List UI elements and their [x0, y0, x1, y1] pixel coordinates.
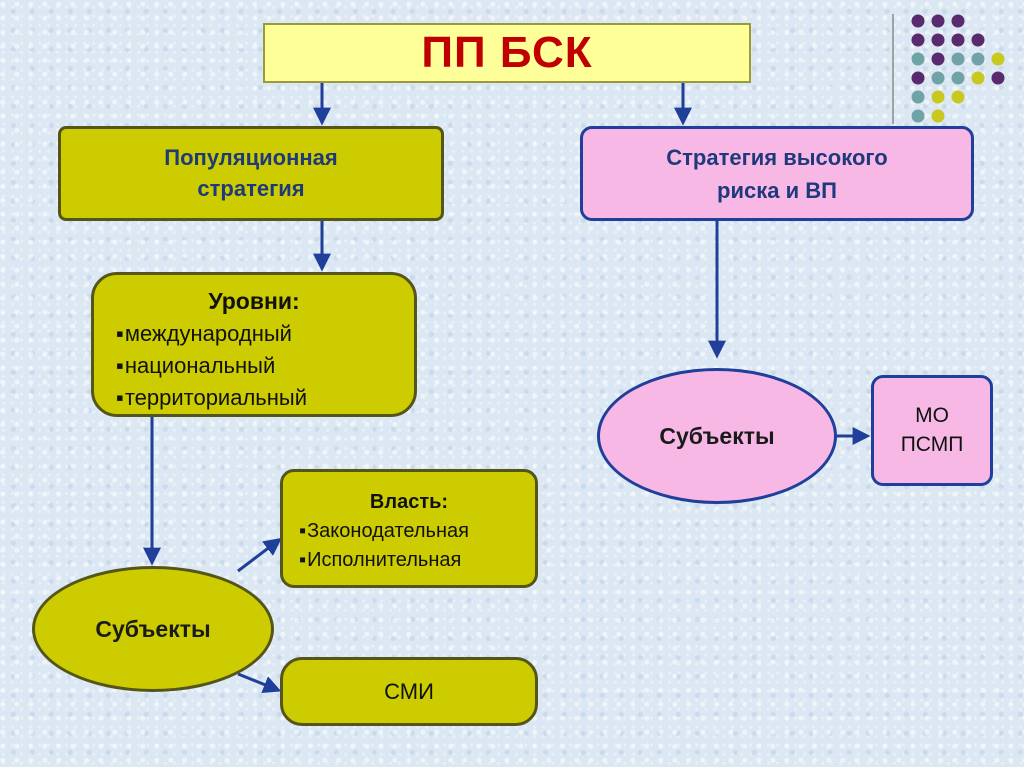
levels-item: международный — [116, 318, 292, 350]
population-strategy-line1: Популяционная — [164, 144, 338, 170]
decorative-dot — [991, 71, 1005, 85]
levels-item: территориальный — [116, 382, 307, 414]
high-risk-strategy-box: Стратегия высокого риска и ВП — [580, 126, 974, 221]
arrow-subjects-to-media — [237, 672, 282, 694]
diagram-title-text: ПП БСК — [421, 28, 593, 77]
decorative-dot — [911, 71, 925, 85]
power-box: Власть: Законодательная Исполнительная — [280, 469, 538, 588]
decorative-dot — [931, 71, 945, 85]
decorative-dot — [951, 14, 965, 28]
decorative-dot — [951, 52, 965, 66]
population-strategy-box: Популяционная стратегия — [58, 126, 444, 221]
power-header: Власть: — [369, 491, 449, 513]
decorative-dot — [971, 52, 985, 66]
decorative-dot — [911, 109, 925, 123]
arrow-subjects-to-power — [237, 537, 282, 573]
decorative-dot — [911, 33, 925, 47]
decorative-dot — [991, 52, 1005, 66]
decorative-dot — [931, 14, 945, 28]
high-risk-strategy-line2: риска и ВП — [717, 177, 837, 203]
decorative-dot — [931, 33, 945, 47]
power-item: Законодательная — [299, 517, 469, 546]
decorative-dot — [951, 71, 965, 85]
decorative-dot — [931, 52, 945, 66]
subjects-right-label: Субъекты — [659, 422, 775, 449]
subjects-ellipse-left: Субъекты — [32, 566, 274, 692]
mo-line2: ПСМП — [900, 432, 964, 456]
decorative-dot — [911, 52, 925, 66]
mo-box: МО ПСМП — [871, 375, 993, 486]
decorative-dot — [931, 109, 945, 123]
decorative-dot — [971, 33, 985, 47]
subjects-left-label: Субъекты — [95, 615, 211, 642]
decorative-dot — [911, 90, 925, 104]
media-box: СМИ — [280, 657, 538, 726]
decorative-dot — [971, 71, 985, 85]
decorative-dot — [931, 90, 945, 104]
population-strategy-line2: стратегия — [197, 175, 305, 201]
decorative-dot — [951, 90, 965, 104]
levels-box: Уровни: международный национальный терри… — [91, 272, 417, 417]
media-label: СМИ — [384, 678, 434, 704]
power-item: Исполнительная — [299, 546, 461, 575]
decorative-dot — [951, 33, 965, 47]
decorative-dot — [911, 14, 925, 28]
levels-header: Уровни: — [208, 288, 300, 314]
high-risk-strategy-line1: Стратегия высокого — [666, 144, 888, 170]
diagram-title: ПП БСК — [263, 23, 751, 83]
mo-line1: МО — [915, 404, 949, 428]
subjects-ellipse-right: Субъекты — [597, 368, 837, 504]
levels-item: национальный — [116, 350, 275, 382]
